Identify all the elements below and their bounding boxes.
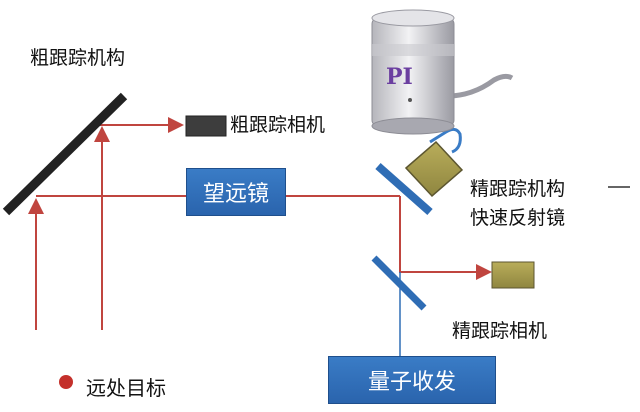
pi-actuator	[371, 9, 514, 135]
label-coarse-camera: 粗跟踪相机	[230, 114, 326, 136]
label-fast-steering-mirror: 快速反射镜	[470, 207, 566, 229]
label-fine-mechanism: 精跟踪机构	[470, 178, 566, 200]
fine-camera-box	[491, 261, 535, 289]
label-fine-camera: 精跟踪相机	[452, 320, 548, 342]
coarse-camera-box	[185, 115, 227, 137]
label-far-target: 远处目标	[86, 376, 166, 400]
far-target-dot	[59, 375, 73, 389]
coarse-mirror	[2, 92, 128, 216]
quantum-transceiver-box: 量子收发	[328, 356, 496, 404]
label-coarse-mechanism: 粗跟踪机构	[30, 47, 126, 69]
fsm-assembly	[375, 127, 464, 215]
pi-logo: PI	[386, 64, 413, 90]
telescope-box: 望远镜	[186, 168, 286, 216]
beam-to-coarse-camera	[99, 117, 184, 133]
beam-paths	[28, 117, 492, 330]
fine-mirror	[371, 255, 427, 311]
